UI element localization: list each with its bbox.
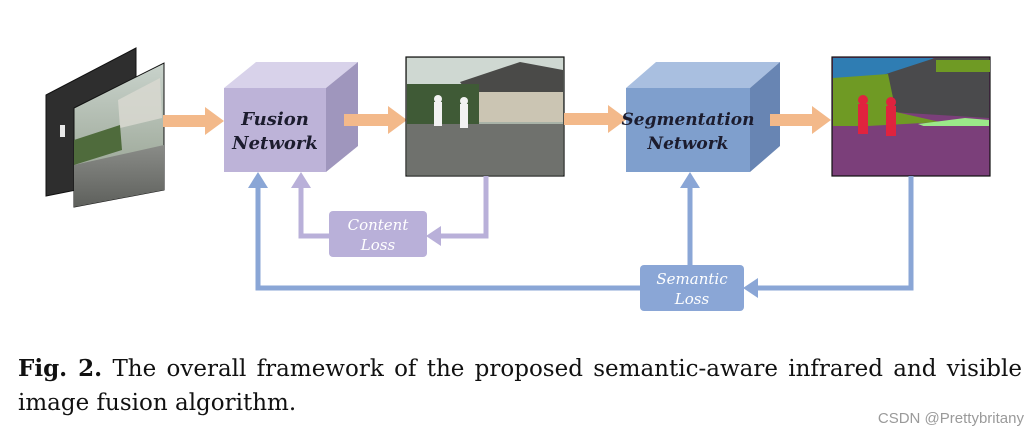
- semantic-loss-arrowhead-left: [743, 278, 758, 298]
- seg-cube-top: [626, 62, 780, 88]
- fused-building-wall: [478, 92, 563, 122]
- content-loss-arrowhead-left: [426, 226, 441, 246]
- figure-label: Fig. 2.: [18, 355, 103, 382]
- fused-persons: [434, 95, 468, 128]
- segmentation-result-image: [831, 56, 991, 177]
- seg-ground: [833, 126, 989, 175]
- fused-trees: [407, 84, 479, 126]
- watermark: CSDN @Prettybritany: [877, 410, 1024, 427]
- semantic-loss-arrowhead-seg: [680, 172, 700, 188]
- arrow-image-to-segmentation: [564, 105, 627, 133]
- figure-caption: Fig. 2. The overall framework of the pro…: [18, 352, 1022, 420]
- content-loss-path: [298, 176, 489, 239]
- seg-tree-top: [936, 60, 990, 72]
- caption-text: The overall framework of the proposed se…: [18, 356, 1022, 416]
- arrow-segmentation-to-result: [770, 106, 831, 134]
- fusion-cube-side: [326, 62, 358, 172]
- input-images: [45, 47, 165, 208]
- fused-building-roof: [460, 62, 563, 96]
- visible-trees: [74, 125, 122, 165]
- semantic-loss-path: [255, 176, 914, 291]
- content-loss-line2: Loss: [360, 236, 396, 254]
- content-loss-arrowhead-up: [291, 172, 311, 188]
- arrow-input-to-fusion: [163, 107, 224, 135]
- content-loss-box: Content Loss: [329, 211, 427, 257]
- content-loss-line1: Content: [348, 216, 410, 234]
- visible-ground: [74, 145, 164, 207]
- segmentation-label-line1: Segmentation: [621, 110, 754, 130]
- fusion-label-line1: Fusion: [240, 109, 309, 130]
- fusion-label-line2: Network: [231, 133, 318, 154]
- fusion-network-box: Fusion Network: [224, 62, 358, 172]
- semantic-loss-line1: Semantic: [656, 270, 728, 288]
- semantic-loss-arrowhead-fusion: [248, 172, 268, 188]
- visible-building: [118, 78, 162, 128]
- segmentation-label-line2: Network: [647, 134, 729, 154]
- fused-image: [405, 56, 565, 177]
- fusion-cube-top: [224, 62, 358, 88]
- semantic-loss-line2: Loss: [674, 290, 710, 308]
- seg-cube-front: [626, 88, 750, 172]
- segmentation-network-box: Segmentation Network: [621, 62, 780, 172]
- framework-diagram: Fusion Network Segmentation Network: [45, 47, 991, 311]
- arrow-fusion-to-image: [344, 106, 407, 134]
- seg-cube-side: [750, 62, 780, 172]
- fusion-cube-front: [224, 88, 326, 172]
- seg-building: [880, 58, 989, 118]
- fused-ground: [407, 124, 563, 175]
- seg-persons: [858, 95, 896, 136]
- semantic-loss-box: Semantic Loss: [640, 265, 744, 311]
